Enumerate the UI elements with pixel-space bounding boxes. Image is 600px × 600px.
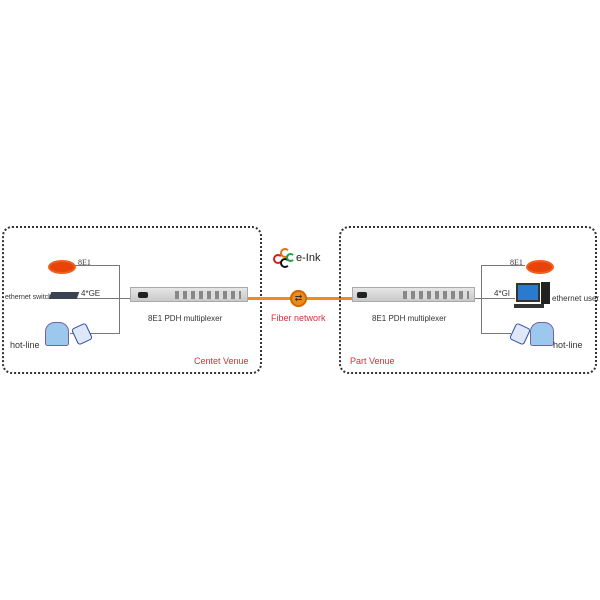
right-pdh-multiplexer (352, 287, 475, 302)
fiber-network-label: Fiber network (271, 313, 326, 323)
right-mux-label: 8E1 PDH multiplexer (372, 314, 447, 323)
connector-line (119, 265, 120, 333)
right-hotline-label: hot-line (553, 340, 583, 350)
keyboard-icon (514, 304, 544, 308)
right-ge-label: 4*GI (494, 289, 511, 298)
hotline-person-icon (45, 322, 69, 346)
ethernet-switch-label: ethernet switch (5, 294, 53, 301)
e1-equipment-icon (528, 262, 552, 272)
left-e1-label: 8E1 (78, 258, 91, 267)
connector-line (70, 333, 120, 334)
left-hotline-label: hot-line (10, 340, 40, 350)
left-ge-label: 4*GE (81, 289, 101, 298)
fiber-network-icon: ⇄ (290, 290, 307, 307)
computer-icon (516, 283, 540, 302)
connector-line (75, 298, 130, 299)
hotline-person-icon (530, 322, 554, 346)
connector-line (481, 265, 525, 266)
right-venue-box (339, 226, 597, 374)
connector-line (481, 265, 482, 333)
left-mux-label: 8E1 PDH multiplexer (148, 314, 223, 323)
ethernet-switch-icon (48, 292, 80, 299)
left-pdh-multiplexer (130, 287, 248, 302)
e1-equipment-icon (50, 262, 74, 272)
connector-line (475, 298, 515, 299)
left-venue-label: Centet Venue (194, 356, 249, 366)
connector-line (75, 265, 119, 266)
logo-text: e-Ink (296, 252, 321, 264)
computer-tower-icon (541, 282, 550, 304)
e-ink-logo-icon (273, 248, 295, 268)
connector-line (481, 333, 511, 334)
right-e1-label: 8E1 (510, 258, 523, 267)
ethernet-user-label: ethernet user (552, 294, 600, 303)
left-venue-box (2, 226, 262, 374)
right-venue-label: Part Venue (350, 356, 395, 366)
